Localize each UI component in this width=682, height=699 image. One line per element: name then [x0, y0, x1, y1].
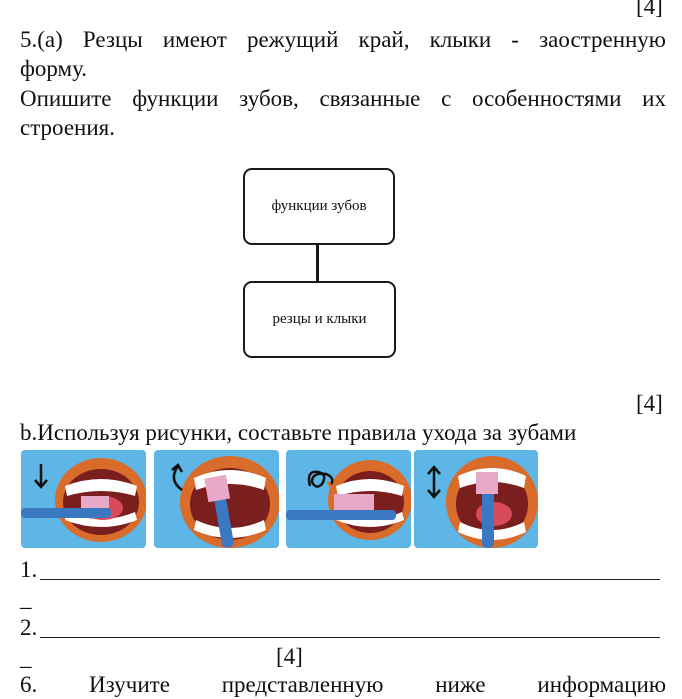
diagram-box-functions: функции зубов: [243, 168, 395, 245]
answer-1-tail: _: [20, 586, 32, 611]
diagram-box-incisors-label: резцы и клыки: [272, 311, 367, 327]
answer-1-line[interactable]: [40, 579, 660, 580]
question-6-cut-line: 6. Изучите представленную ниже информаци…: [20, 672, 666, 697]
diagram-box-functions-label: функции зубов: [271, 198, 367, 214]
brushing-image-1: [21, 450, 146, 548]
question-5b-prompt: b.Используя рисунки, составьте правила у…: [20, 420, 577, 445]
score-bottom: [4]: [276, 644, 303, 669]
score-top: [4]: [636, 0, 663, 19]
arrow-circular-icon: [307, 470, 334, 488]
question-5a-line1: 5.(a) Резцы имеют режущий край, клыки - …: [20, 27, 666, 52]
question-5-task-line1: Опишите функции зубов, связанные с особе…: [20, 86, 666, 111]
diagram-box-incisors: резцы и клыки: [243, 281, 396, 358]
answer-2-label: 2.: [20, 615, 38, 640]
answer-2-line[interactable]: [40, 637, 660, 638]
diagram-connector: [316, 244, 319, 283]
arrow-curved-icon: [171, 463, 184, 492]
brushing-image-2: [154, 450, 279, 548]
question-5a-line2: форму.: [20, 56, 88, 81]
arrow-up-down-icon: [427, 465, 441, 499]
brushing-image-3: [286, 450, 411, 548]
question-5-task-line2: строения.: [20, 115, 115, 140]
arrow-down-icon: [34, 464, 48, 489]
score-mid: [4]: [636, 391, 663, 416]
answer-2-tail: _: [20, 645, 32, 670]
answer-1-label: 1.: [20, 557, 38, 582]
brushing-image-4: [414, 450, 538, 548]
